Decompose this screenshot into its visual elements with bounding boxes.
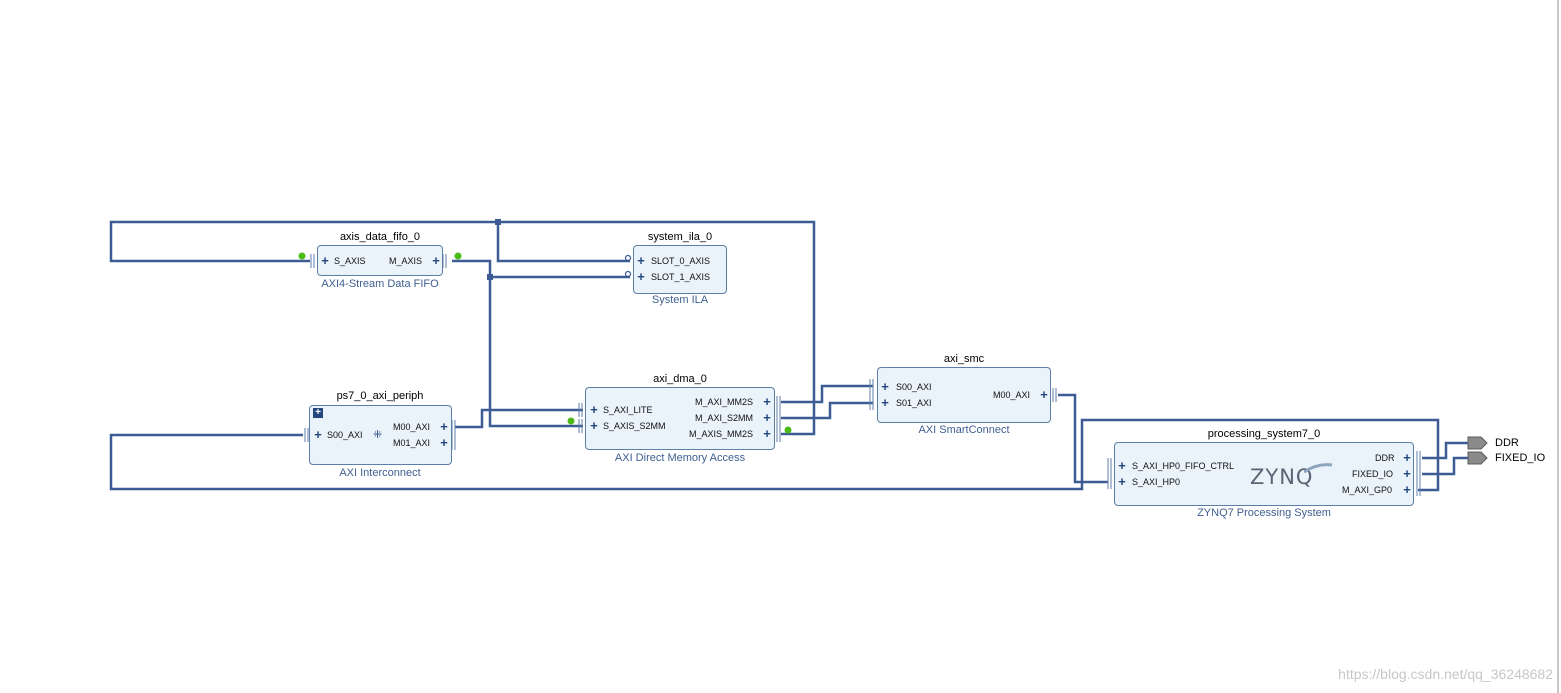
plus-icon[interactable]: + — [1403, 450, 1411, 465]
fifo-ip-name: AXI4-Stream Data FIFO — [321, 278, 439, 290]
plus-icon[interactable]: + — [440, 435, 448, 450]
port-arrow-icon[interactable] — [1467, 436, 1488, 465]
plus-icon[interactable]: + — [637, 269, 645, 284]
fifo-port-m-axis[interactable]: M_AXIS — [389, 256, 423, 266]
ext-port-ddr-label[interactable]: DDR — [1495, 437, 1519, 449]
dma-port-m-axi-mm2s[interactable]: M_AXI_MM2S — [695, 397, 754, 407]
smc-port-s01[interactable]: S01_AXI — [896, 398, 932, 408]
fifo-block[interactable] — [317, 245, 443, 276]
wire-gp0-to-periph[interactable] — [109, 418, 1440, 492]
plus-icon[interactable]: + — [881, 395, 889, 410]
junction-dot — [495, 219, 501, 225]
plus-icon[interactable]: + — [763, 410, 771, 425]
ila-port-slot0[interactable]: SLOT_0_AXIS — [651, 256, 711, 266]
plus-icon[interactable]: + — [590, 402, 598, 417]
plus-icon[interactable]: + — [321, 253, 329, 268]
canvas-scroll-edge — [1557, 0, 1559, 693]
wire-mm2s-to-fifo[interactable] — [109, 220, 816, 436]
wire-fixed-io[interactable] — [1422, 456, 1468, 476]
ps-instance-name: processing_system7_0 — [1207, 428, 1321, 440]
ps-port-ddr[interactable]: DDR — [1375, 453, 1395, 463]
ps-port-hp0[interactable]: S_AXI_HP0 — [1132, 477, 1181, 487]
ila-instance-name: system_ila_0 — [647, 231, 713, 243]
ps-port-m-axi-gp0[interactable]: M_AXI_GP0 — [1342, 485, 1393, 495]
fifo-instance-name: axis_data_fifo_0 — [339, 231, 421, 243]
ext-port-fixed-io-label[interactable]: FIXED_IO — [1495, 452, 1546, 464]
periph-block[interactable] — [309, 405, 452, 465]
ila-block[interactable] — [633, 245, 727, 294]
plus-icon[interactable]: + — [1403, 466, 1411, 481]
periph-instance-name: ps7_0_axi_periph — [336, 390, 424, 402]
stream-markers — [298, 252, 792, 434]
plus-icon[interactable]: + — [1118, 458, 1126, 473]
wire-periph-to-dma-lite[interactable] — [455, 408, 583, 429]
interface-stubs — [304, 254, 1421, 496]
zynq-swoosh-icon — [1304, 463, 1332, 473]
smc-ip-name: AXI SmartConnect — [918, 424, 1010, 436]
interconnect-icon: ⁜ — [373, 429, 382, 441]
plus-icon[interactable]: + — [1118, 474, 1126, 489]
plus-icon[interactable]: + — [763, 394, 771, 409]
plus-icon[interactable]: + — [637, 253, 645, 268]
dma-port-s-axi-lite[interactable]: S_AXI_LITE — [603, 405, 653, 415]
plus-icon[interactable]: + — [590, 418, 598, 433]
wire-s2mm-to-smc[interactable] — [781, 401, 873, 420]
wire-mm2s-to-smc[interactable] — [781, 384, 873, 404]
periph-port-s00[interactable]: S00_AXI — [327, 430, 363, 440]
dma-port-m-axi-s2mm[interactable]: M_AXI_S2MM — [695, 413, 754, 423]
dma-ip-name: AXI Direct Memory Access — [614, 452, 746, 464]
wire-fifo-to-s2mm[interactable] — [452, 259, 583, 428]
plus-icon[interactable]: + — [1040, 387, 1048, 402]
ila-ip-name: System ILA — [651, 294, 709, 306]
smc-port-m00[interactable]: M00_AXI — [993, 390, 1031, 400]
plus-icon[interactable]: + — [432, 253, 440, 268]
ps-block[interactable] — [1114, 442, 1414, 506]
zynq-logo: ZYNQ — [1250, 465, 1314, 489]
plus-icon[interactable]: + — [314, 427, 322, 442]
wire-ila-slot0[interactable] — [496, 222, 630, 263]
watermark: https://blog.csdn.net/qq_36248682 — [1338, 666, 1553, 682]
smc-block[interactable] — [877, 367, 1051, 423]
dma-block[interactable] — [585, 387, 775, 450]
dma-port-s-axis-s2mm[interactable]: S_AXIS_S2MM — [603, 421, 666, 431]
plus-icon[interactable]: + — [1403, 482, 1411, 497]
periph-port-m01[interactable]: M01_AXI — [393, 438, 431, 448]
dma-port-m-axis-mm2s[interactable]: M_AXIS_MM2S — [689, 429, 754, 439]
ps-port-fixed-io[interactable]: FIXED_IO — [1352, 469, 1394, 479]
wire-ddr[interactable] — [1422, 441, 1468, 460]
ila-port-slot1[interactable]: SLOT_1_AXIS — [651, 272, 711, 282]
plus-square-icon[interactable]: + — [313, 408, 323, 418]
smc-instance-name: axi_smc — [943, 353, 985, 365]
probe-icon — [624, 254, 632, 278]
plus-icon[interactable]: + — [881, 379, 889, 394]
periph-port-m00[interactable]: M00_AXI — [393, 422, 431, 432]
ps-port-hp0-fifo-ctrl[interactable]: S_AXI_HP0_FIFO_CTRL — [1132, 461, 1235, 471]
fifo-port-s-axis[interactable]: S_AXIS — [334, 256, 366, 266]
wires — [109, 220, 1468, 492]
plus-icon[interactable]: + — [763, 426, 771, 441]
plus-icon[interactable]: + — [440, 419, 448, 434]
junction-dot — [487, 274, 493, 280]
dma-instance-name: axi_dma_0 — [653, 373, 707, 385]
periph-ip-name: AXI Interconnect — [339, 467, 421, 479]
ps-ip-name: ZYNQ7 Processing System — [1197, 507, 1331, 519]
wire-smc-to-hp0[interactable] — [1058, 393, 1108, 484]
smc-port-s00[interactable]: S00_AXI — [896, 382, 932, 392]
